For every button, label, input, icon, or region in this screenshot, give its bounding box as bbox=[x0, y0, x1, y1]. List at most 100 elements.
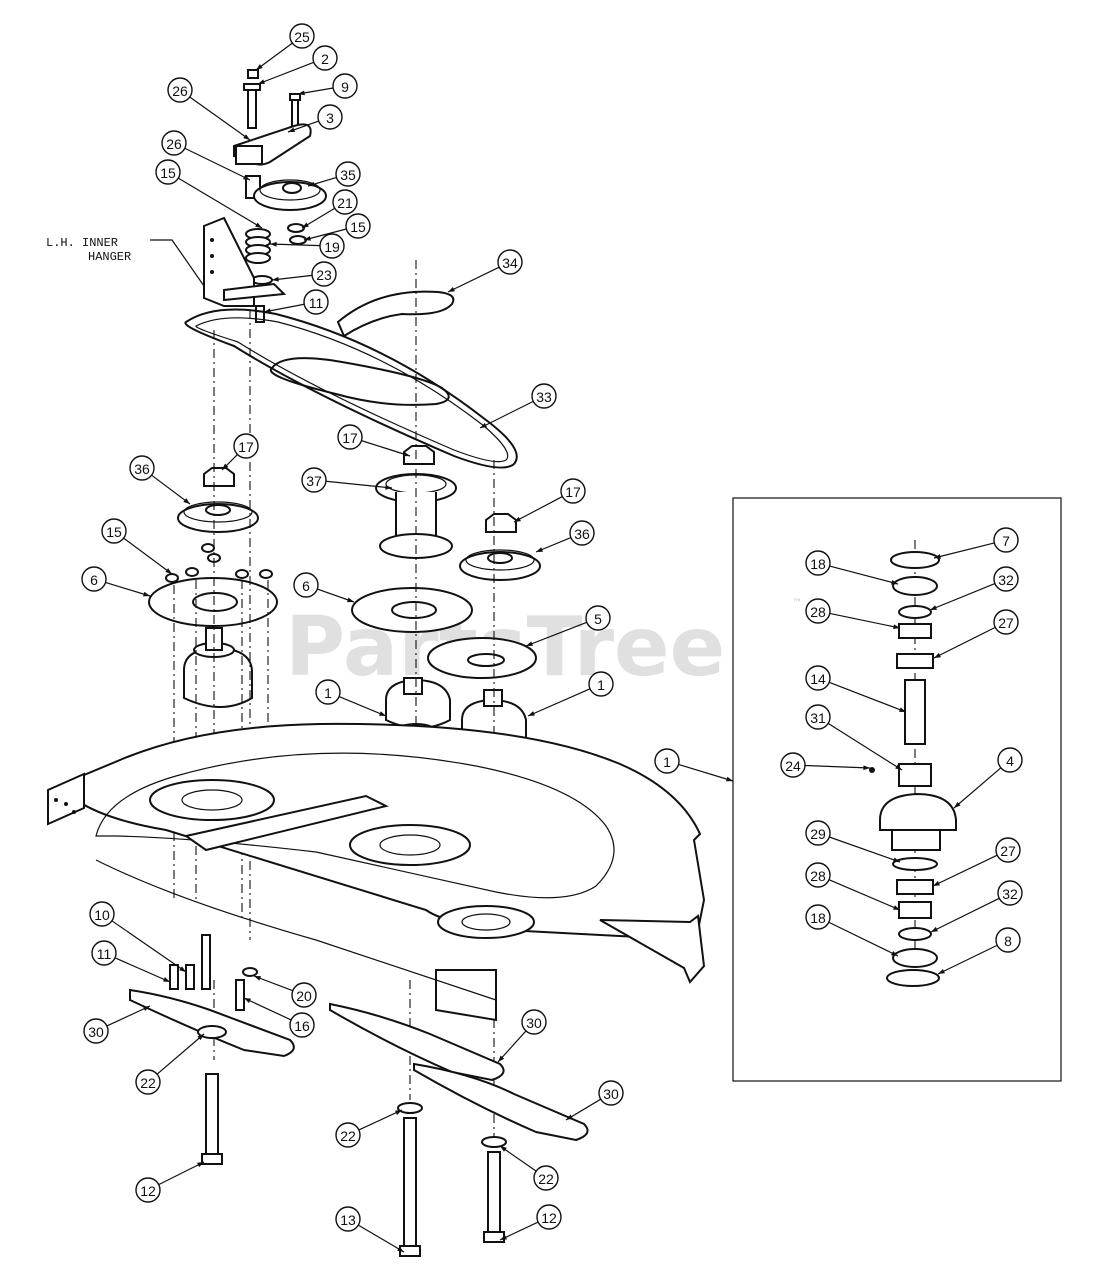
deck-right-bracket bbox=[599, 914, 706, 984]
callout-circle bbox=[293, 572, 319, 598]
callout-arrowhead bbox=[895, 764, 902, 770]
callout-arrowhead bbox=[500, 1146, 507, 1152]
part-10-bolt bbox=[185, 964, 195, 990]
callout-number: 25 bbox=[294, 29, 310, 45]
callout-circle bbox=[997, 747, 1023, 773]
callout-1: 1 bbox=[654, 748, 734, 782]
callout-leader bbox=[513, 496, 563, 523]
callout-number: 11 bbox=[97, 946, 112, 962]
callout-arrowhead bbox=[498, 1055, 505, 1062]
callout-circle bbox=[531, 383, 557, 409]
callout-number: 15 bbox=[350, 219, 366, 235]
callout-number: 1 bbox=[324, 685, 332, 701]
callout-number: 15 bbox=[160, 165, 176, 181]
callout-arrowhead bbox=[308, 181, 315, 187]
callout-31: 31 bbox=[805, 704, 903, 771]
part-4-housing bbox=[879, 792, 957, 851]
callout-number: 3 bbox=[326, 110, 334, 126]
callout-leader bbox=[497, 1030, 527, 1063]
callout-circle bbox=[167, 77, 193, 103]
part-27-cup-bottom bbox=[896, 879, 934, 895]
callout-circle bbox=[337, 424, 363, 450]
part-35-idler-pulley bbox=[253, 181, 327, 211]
part-34-belt-section bbox=[336, 290, 455, 338]
callout-number: 19 bbox=[324, 239, 340, 255]
callout-28: 28 bbox=[805, 862, 901, 911]
callout-arrowhead bbox=[256, 64, 263, 70]
callout-circle bbox=[805, 820, 831, 846]
callout-number: 11 bbox=[309, 295, 324, 311]
callout-number: 24 bbox=[785, 758, 801, 774]
callout-3: 3 bbox=[287, 104, 343, 133]
callout-arrowhead bbox=[183, 498, 190, 504]
callout-circle bbox=[805, 665, 831, 691]
callout-arrowhead bbox=[726, 776, 733, 782]
callout-circle bbox=[161, 130, 187, 156]
callout-circle bbox=[89, 901, 115, 927]
callout-number: 12 bbox=[541, 1210, 557, 1226]
part-8-cap bbox=[886, 969, 940, 987]
callout-circle bbox=[332, 189, 358, 215]
callout-arrowhead bbox=[934, 652, 941, 658]
callout-32: 32 bbox=[929, 566, 1019, 611]
part-28-bearing-top bbox=[898, 623, 932, 639]
callout-number: 29 bbox=[810, 826, 826, 842]
callout-8: 8 bbox=[937, 927, 1021, 975]
callout-number: 31 bbox=[810, 710, 826, 726]
callout-19: 19 bbox=[269, 233, 345, 259]
callout-arrowhead bbox=[143, 591, 150, 597]
callout-circle bbox=[536, 1204, 562, 1230]
callout-leader bbox=[447, 266, 500, 293]
callout-circle bbox=[993, 527, 1019, 553]
callout-arrowhead bbox=[933, 880, 940, 886]
callout-32: 32 bbox=[930, 880, 1023, 933]
callout-number: 17 bbox=[565, 484, 581, 500]
callout-leader bbox=[361, 440, 411, 457]
callout-leader bbox=[253, 975, 293, 992]
callout-circle bbox=[101, 518, 127, 544]
callout-leader bbox=[933, 542, 995, 559]
callout-arrowhead bbox=[448, 286, 455, 292]
callout-leader bbox=[105, 581, 151, 597]
callout-arrowhead bbox=[165, 568, 172, 574]
callout-16: 16 bbox=[243, 997, 315, 1038]
deck-left-bracket bbox=[47, 772, 85, 826]
callout-circle bbox=[521, 1009, 547, 1035]
callout-26: 26 bbox=[161, 130, 251, 181]
part-30-blade-center bbox=[329, 1002, 505, 1082]
callout-leader bbox=[255, 42, 293, 71]
callout-25: 25 bbox=[255, 23, 315, 71]
callout-number: 27 bbox=[998, 615, 1014, 631]
callout-arrowhead bbox=[179, 966, 186, 972]
callout-leader bbox=[263, 303, 305, 313]
part-11-bolt bbox=[255, 305, 265, 323]
callout-leader bbox=[499, 1145, 537, 1172]
callout-circle bbox=[81, 566, 107, 592]
callout-number: 22 bbox=[140, 1075, 156, 1091]
callout-leader bbox=[156, 1033, 205, 1075]
callout-arrowhead bbox=[264, 308, 271, 314]
callout-arrowhead bbox=[298, 90, 305, 96]
callout-circle bbox=[780, 752, 806, 778]
callout-number: 34 bbox=[502, 255, 518, 271]
callout-13: 13 bbox=[335, 1206, 405, 1253]
callout-number: 10 bbox=[94, 907, 110, 923]
callout-arrowhead bbox=[528, 711, 535, 716]
callout-leader bbox=[271, 274, 313, 281]
callout-2: 2 bbox=[257, 45, 338, 85]
callout-arrowhead bbox=[302, 222, 309, 228]
callout-arrowhead bbox=[863, 765, 870, 771]
callout-circle bbox=[291, 982, 317, 1008]
callout-leader bbox=[106, 1005, 151, 1027]
callout-leader bbox=[338, 696, 387, 717]
belts bbox=[184, 290, 518, 469]
callout-circle bbox=[598, 1080, 624, 1106]
callout-arrowhead bbox=[891, 580, 898, 585]
callout-leader bbox=[804, 764, 871, 769]
deck-reinforcement bbox=[183, 794, 389, 852]
spindle-detail-frame bbox=[732, 497, 1062, 1082]
callout-9: 9 bbox=[297, 73, 358, 99]
part-17-nut-left bbox=[203, 467, 235, 487]
callout-leader bbox=[358, 1224, 405, 1253]
